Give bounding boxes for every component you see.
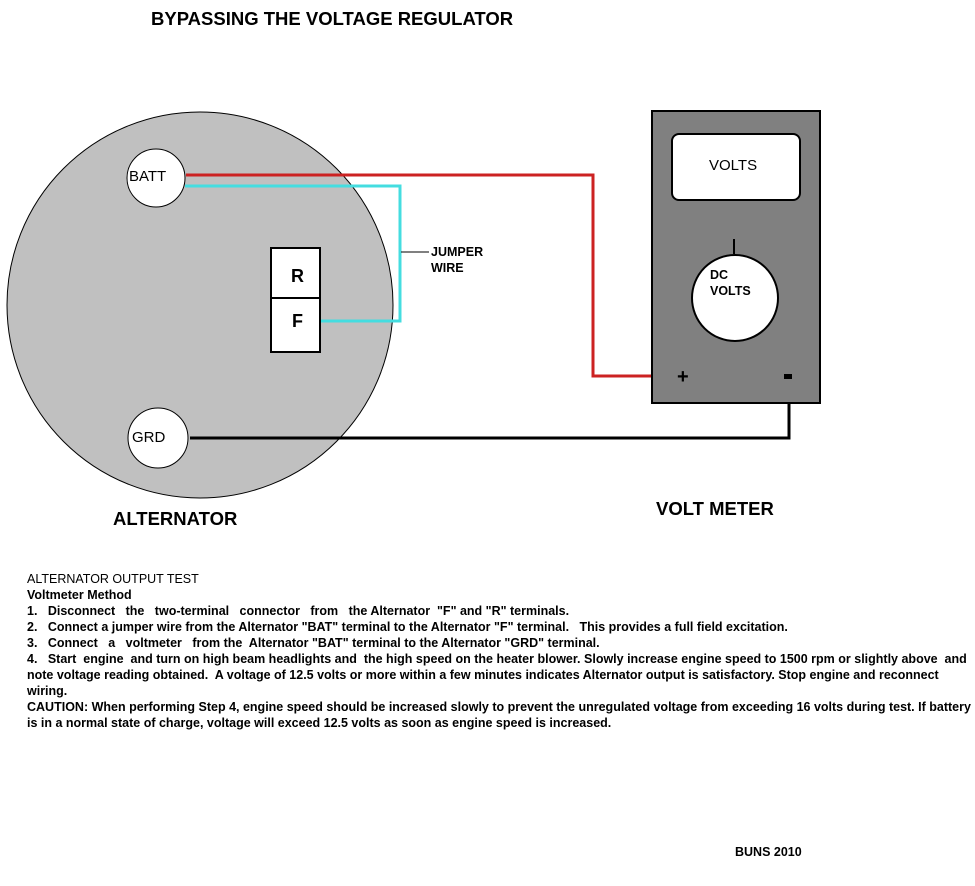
signature: BUNS 2010 [735, 845, 802, 859]
positive-wire [186, 173, 675, 378]
volt-meter-display [671, 133, 801, 201]
batt-terminal [126, 148, 186, 208]
batt-terminal-label: BATT [129, 168, 166, 185]
alternator-label: ALTERNATOR [113, 508, 238, 529]
instructions-block: ALTERNATOR OUTPUT TEST Voltmeter Method … [27, 571, 972, 731]
instruction-step-1: 1. Disconnect the two-terminal connector… [27, 604, 570, 618]
negative-terminal-mark [784, 374, 792, 379]
r-terminal-label: R [291, 266, 304, 286]
rf-connector [270, 247, 321, 353]
instructions-heading: ALTERNATOR OUTPUT TEST [27, 572, 199, 586]
dial-label-line1: DC [710, 268, 728, 282]
grd-terminal [127, 407, 189, 469]
volt-meter-display-text: VOLTS [709, 157, 757, 174]
volt-meter-dial [691, 254, 779, 342]
positive-terminal-label: + [677, 366, 689, 388]
caution-note: CAUTION: When performing Step 4, engine … [27, 700, 971, 730]
page-title: BYPASSING THE VOLTAGE REGULATOR [151, 8, 514, 29]
instruction-step-2: 2. Connect a jumper wire from the Altern… [27, 620, 788, 634]
instructions-subheading: Voltmeter Method [27, 588, 132, 602]
jumper-label-line2: WIRE [431, 261, 464, 275]
volt-meter-label: VOLT METER [656, 498, 774, 519]
jumper-label-line1: JUMPER [431, 245, 483, 259]
wiring-diagram: BATT GRD R F JUMPER WIRE VOLTS DC VOLTS … [6, 110, 821, 499]
grd-terminal-label: GRD [132, 429, 166, 446]
instruction-step-4: 4. Start engine and turn on high beam he… [27, 652, 971, 698]
alternator-body [6, 111, 394, 499]
dial-label-line2: VOLTS [710, 284, 751, 298]
f-terminal-label: F [292, 311, 303, 331]
jumper-wire [185, 184, 402, 323]
instruction-step-3: 3. Connect a voltmeter from the Alternat… [27, 636, 600, 650]
